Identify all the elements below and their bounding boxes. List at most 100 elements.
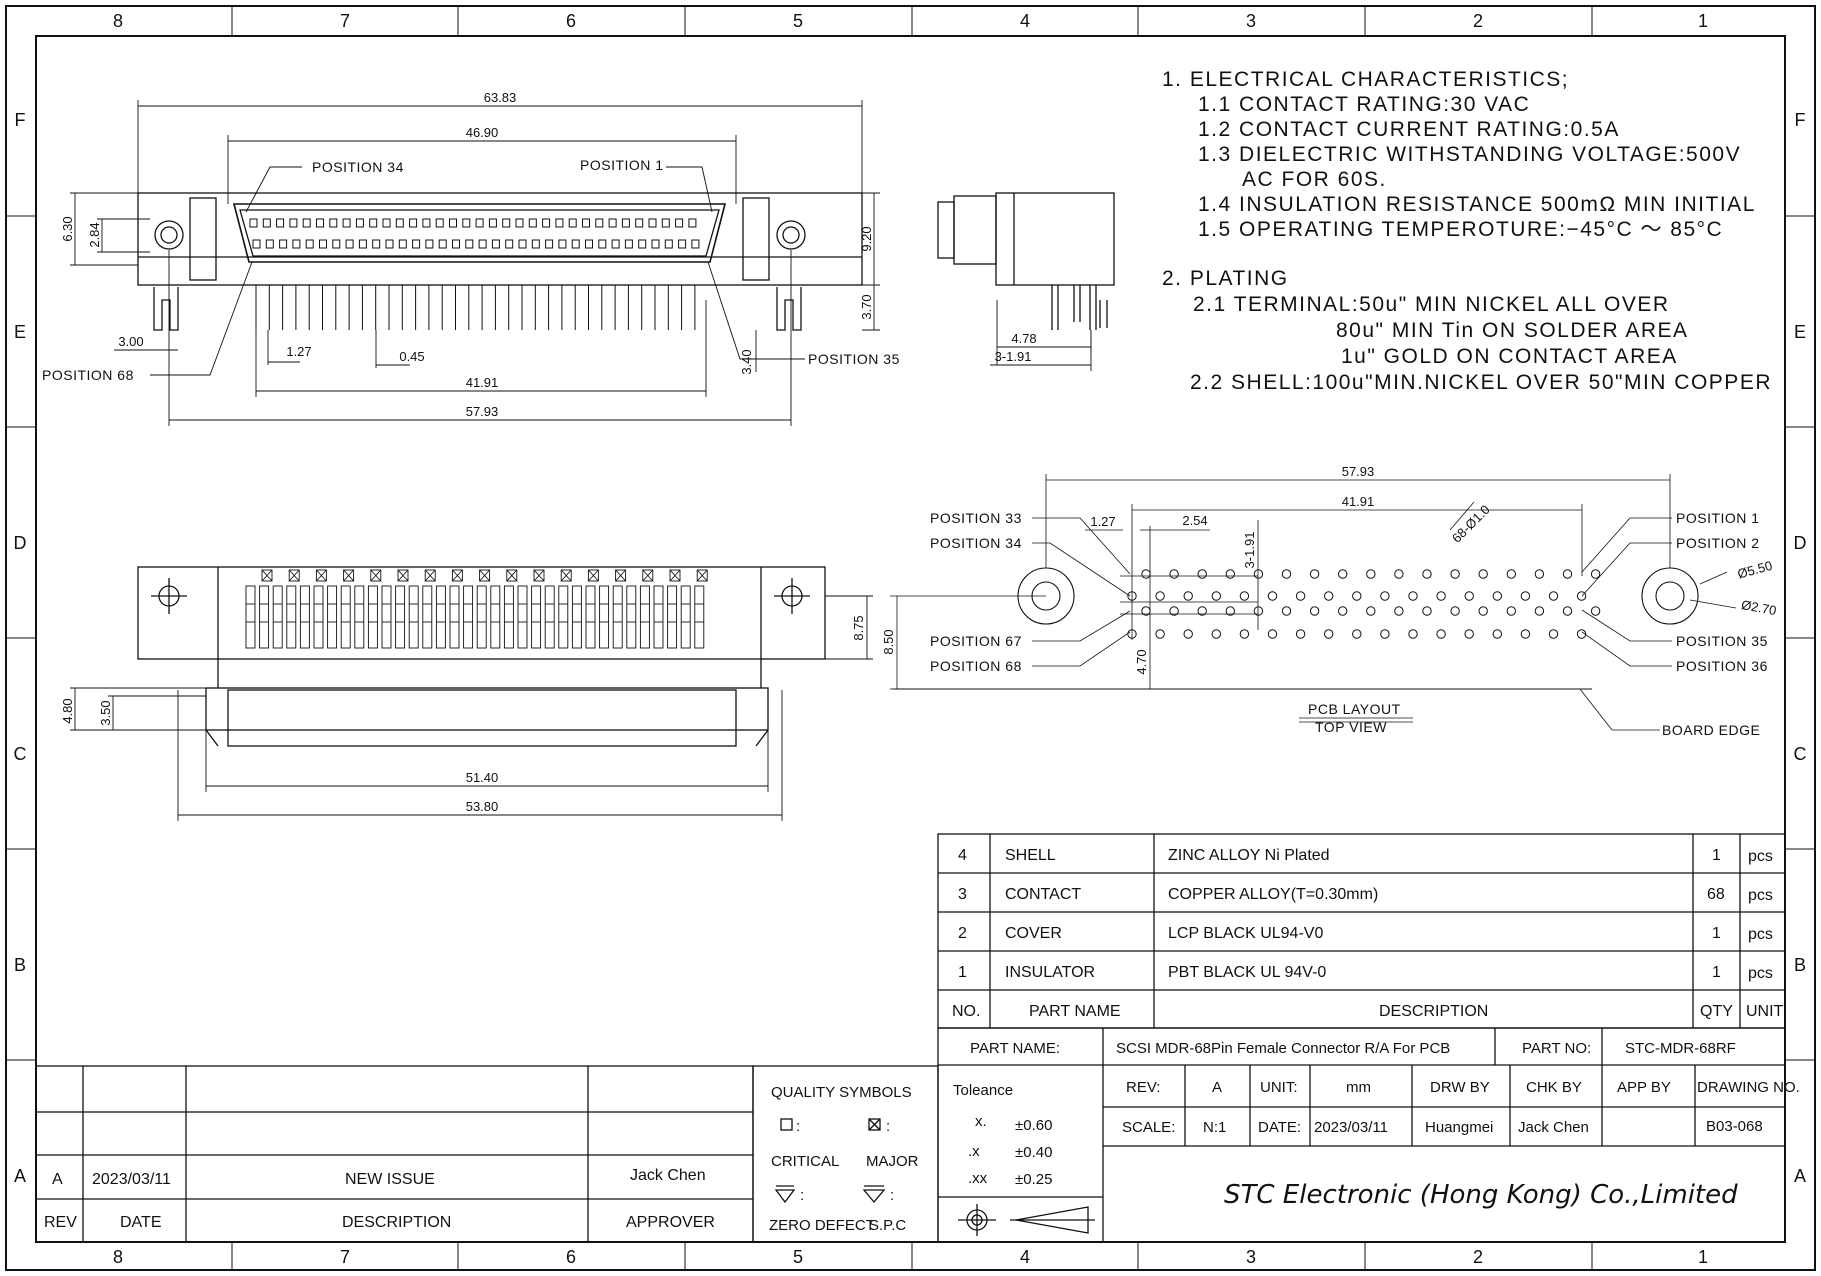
- side-view-dim-text: 4.78 3-1.91: [995, 331, 1037, 364]
- contact-window: [587, 569, 599, 582]
- contact-cell: [571, 585, 582, 649]
- zone-row-label: F: [15, 110, 26, 130]
- contact-cell: [476, 585, 487, 649]
- pcb-hole: [1155, 629, 1165, 639]
- contact-slot: [302, 218, 311, 228]
- contact-slot: [648, 218, 657, 228]
- contact-window: [669, 569, 681, 582]
- side-view: [937, 192, 1115, 330]
- note-line: 1. ELECTRICAL CHARACTERISTICS;: [1162, 68, 1569, 91]
- dim-pcb-row-offset: 4.70: [1134, 649, 1149, 674]
- pcb-hole: [1380, 591, 1390, 601]
- dim-pin-width: 0.45: [399, 349, 424, 364]
- contact-slot: [608, 218, 617, 228]
- label-position-33: POSITION 33: [930, 510, 1022, 526]
- dim-pcb-pitch-2: 2.54: [1182, 513, 1207, 528]
- contact-window: [451, 569, 463, 582]
- dim-side-rows: 3-1.91: [995, 349, 1032, 364]
- contact-slot: [332, 239, 341, 249]
- contact-slot: [502, 218, 511, 228]
- label-position-1: POSITION 1: [1676, 510, 1760, 526]
- pcb-hole: [1281, 569, 1292, 579]
- pcb-hole: [1408, 629, 1418, 639]
- contact-slot: [345, 239, 354, 249]
- note-line: 80u" MIN Tin ON SOLDER AREA: [1336, 319, 1689, 342]
- dim-bottom-shell: 3.50: [98, 700, 113, 725]
- zone-row-label: D: [1794, 533, 1807, 553]
- unit-label: UNIT:: [1260, 1079, 1298, 1096]
- zone-row-label: D: [14, 533, 27, 553]
- contact-cell: [653, 585, 664, 649]
- label-position-35: POSITION 35: [808, 351, 900, 367]
- quality-colon: :: [800, 1187, 804, 1204]
- label-position-68: POSITION 68: [930, 658, 1022, 674]
- contact-cell: [340, 585, 351, 649]
- contact-window: [397, 569, 409, 582]
- drawn-by-value: Huangmei: [1425, 1119, 1493, 1136]
- contact-slot: [342, 218, 351, 228]
- bom-qty: 1: [1712, 964, 1721, 981]
- pcb-hole: [1352, 591, 1362, 601]
- pcb-hole: [1576, 591, 1587, 601]
- contact-cell: [435, 585, 446, 649]
- contact-slot: [688, 218, 697, 228]
- dim-pcb-hole-span: 57.93: [1342, 464, 1375, 479]
- note-line: 2. PLATING: [1162, 267, 1289, 290]
- contact-cell: [367, 585, 378, 649]
- label-position-67: POSITION 67: [930, 633, 1022, 649]
- contact-slot: [409, 218, 418, 228]
- contact-slot: [438, 239, 447, 249]
- pcb-hole: [1394, 569, 1404, 579]
- contact-cell: [354, 585, 365, 649]
- part-name-value: SCSI MDR-68Pin Female Connector R/A For …: [1116, 1040, 1450, 1057]
- zone-row-label: B: [14, 955, 26, 975]
- contact-cell: [422, 585, 433, 649]
- bom-unit: pcs: [1748, 848, 1773, 865]
- zone-row-label: C: [14, 744, 27, 764]
- contact-slot: [595, 218, 604, 228]
- contact-window: [533, 569, 545, 582]
- dim-shroud-width: 46.90: [466, 125, 499, 140]
- rev-value: A: [1212, 1079, 1222, 1096]
- bom-desc: PBT BLACK UL 94V-0: [1168, 964, 1326, 981]
- bom-part: COVER: [1005, 925, 1062, 942]
- dim-mount-dia: Ø5.50: [1736, 558, 1774, 582]
- quality-symbols-text: QUALITY SYMBOLS : : CRITICAL MAJOR : : Z…: [769, 1084, 919, 1234]
- contact-slot: [691, 239, 700, 249]
- critical-label: CRITICAL: [771, 1153, 839, 1170]
- pcb-hole: [1422, 606, 1432, 616]
- dim-pcb-pitch: 1.27: [1090, 514, 1115, 529]
- bom-desc: COPPER ALLOY(T=0.30mm): [1168, 886, 1378, 903]
- scale-value: N:1: [1203, 1119, 1226, 1136]
- front-view-dim-text: 63.83 46.90 6.30 2.84 9.20 3.70 3.00 1.2…: [60, 90, 874, 419]
- pcb-hole: [1520, 629, 1531, 639]
- dim-hole-height: 2.84: [87, 222, 102, 247]
- contact-window: [315, 569, 327, 582]
- contact-slot: [478, 239, 487, 249]
- pcb-hole: [1338, 569, 1348, 579]
- dim-pcb-pin-span: 41.91: [1342, 494, 1375, 509]
- contact-slot: [555, 218, 564, 228]
- note-line: 1.4 INSULATION RESISTANCE 500mΩ MIN INIT…: [1198, 193, 1756, 216]
- contact-slot: [435, 218, 444, 228]
- bom-no: 1: [958, 964, 967, 981]
- zone-row-label: A: [1794, 1166, 1806, 1186]
- rev-header-date: DATE: [120, 1214, 161, 1231]
- dim-mount-inner-dia: Ø2.70: [1740, 597, 1777, 618]
- contact-slot: [385, 239, 394, 249]
- contact-cell: [490, 585, 501, 649]
- contact-slot: [621, 218, 630, 228]
- contact-slot: [422, 218, 431, 228]
- contact-slot: [355, 218, 364, 228]
- contact-slot: [462, 218, 471, 228]
- pcb-layout-labels: POSITION 33 POSITION 34 POSITION 67 POSI…: [930, 510, 1768, 738]
- bom-desc: ZINC ALLOY Ni Plated: [1168, 847, 1330, 864]
- contact-slot: [518, 239, 527, 249]
- label-position-36: POSITION 36: [1676, 658, 1768, 674]
- bottom-view: [137, 566, 826, 747]
- zone-row-label: A: [14, 1166, 26, 1186]
- tol-key: .xx: [968, 1170, 988, 1187]
- pcb-hole: [1492, 629, 1503, 639]
- pcb-hole: [1464, 591, 1474, 601]
- rev-entry-date: 2023/03/11: [92, 1171, 171, 1188]
